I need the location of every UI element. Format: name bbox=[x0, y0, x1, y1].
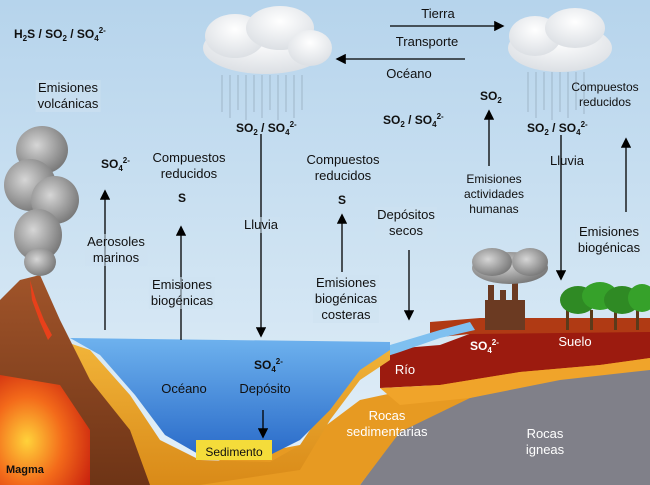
sulfur-s-1: S bbox=[178, 190, 186, 206]
so2-right-formula: SO2 bbox=[480, 88, 502, 104]
sediment-label: Sedimento bbox=[205, 444, 262, 460]
sulfur-s-2: S bbox=[338, 192, 346, 208]
deposit-label: Depósito bbox=[239, 381, 290, 397]
magma-label: Magma bbox=[6, 462, 44, 478]
atmospheric-sulfur-formula: H2S / SO2 / SO42- bbox=[14, 26, 106, 42]
so4-ground-formula: SO42- bbox=[470, 338, 499, 354]
rain-right-label: Lluvia bbox=[550, 153, 584, 169]
so2-so4-right-formula: SO2 / SO42- bbox=[527, 120, 588, 136]
land-label: Tierra bbox=[421, 6, 454, 22]
ocean-label: Océano bbox=[161, 381, 207, 397]
soil-label: Suelo bbox=[558, 334, 591, 350]
so4-aerosol-formula: SO42- bbox=[101, 156, 130, 172]
ocean-top-label: Océano bbox=[386, 66, 432, 82]
so4-deposit-formula: SO42- bbox=[254, 357, 283, 373]
rain-center-label: Lluvia bbox=[242, 217, 280, 233]
so2-so4-mid-formula: SO2 / SO42- bbox=[383, 112, 444, 128]
transport-label: Transporte bbox=[396, 34, 458, 50]
so2-so4-center-formula: SO2 / SO42- bbox=[236, 120, 297, 136]
river-label: Río bbox=[395, 362, 415, 378]
